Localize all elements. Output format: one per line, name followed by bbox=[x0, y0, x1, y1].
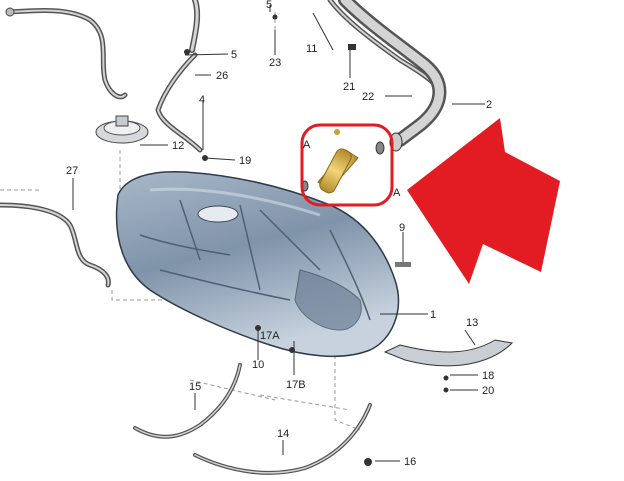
label-18: 18 bbox=[482, 370, 494, 382]
label-16: 16 bbox=[404, 456, 416, 468]
label-11: 11 bbox=[306, 43, 317, 55]
label-15: 15 bbox=[189, 381, 201, 393]
label-2: 2 bbox=[486, 99, 492, 111]
hose-27 bbox=[0, 202, 111, 288]
leader-lines bbox=[72, 5, 485, 462]
tank-strap-13 bbox=[383, 339, 514, 367]
label-19: 19 bbox=[239, 155, 251, 167]
tank-strap-15 bbox=[133, 363, 242, 439]
label-5: 5 bbox=[231, 49, 237, 61]
label-13: 13 bbox=[466, 317, 478, 329]
label-1: 1 bbox=[430, 309, 436, 321]
filler-hoses bbox=[189, 0, 447, 152]
arrow-icon bbox=[407, 118, 560, 284]
label-20: 20 bbox=[482, 385, 494, 397]
label-17a: 17A bbox=[260, 330, 280, 342]
label-22: 22 bbox=[362, 91, 374, 103]
callout-labels: 1 2 4 5 5 9 10 11 12 13 14 15 16 17A 17B… bbox=[66, 0, 494, 468]
highlighted-tube bbox=[301, 129, 385, 194]
label-5-top: 5 bbox=[266, 0, 272, 11]
fuel-tank bbox=[115, 170, 400, 358]
label-21: 21 bbox=[343, 81, 355, 93]
pump-flange bbox=[95, 115, 149, 144]
tank-strap-14 bbox=[193, 403, 372, 475]
label-26: 26 bbox=[216, 70, 228, 82]
label-9: 9 bbox=[399, 222, 405, 234]
label-23: 23 bbox=[269, 57, 281, 69]
label-12: 12 bbox=[172, 140, 184, 152]
label-10: 10 bbox=[252, 359, 264, 371]
label-27: 27 bbox=[66, 165, 78, 177]
highlight-circle-icon bbox=[300, 123, 394, 207]
label-14: 14 bbox=[277, 428, 289, 440]
label-a-left: A bbox=[303, 139, 311, 151]
label-17b: 17B bbox=[286, 379, 306, 391]
label-a-right: A bbox=[393, 187, 401, 199]
vent-hose-left bbox=[5, 7, 128, 100]
label-4: 4 bbox=[199, 94, 205, 106]
vent-line-26 bbox=[155, 52, 203, 153]
